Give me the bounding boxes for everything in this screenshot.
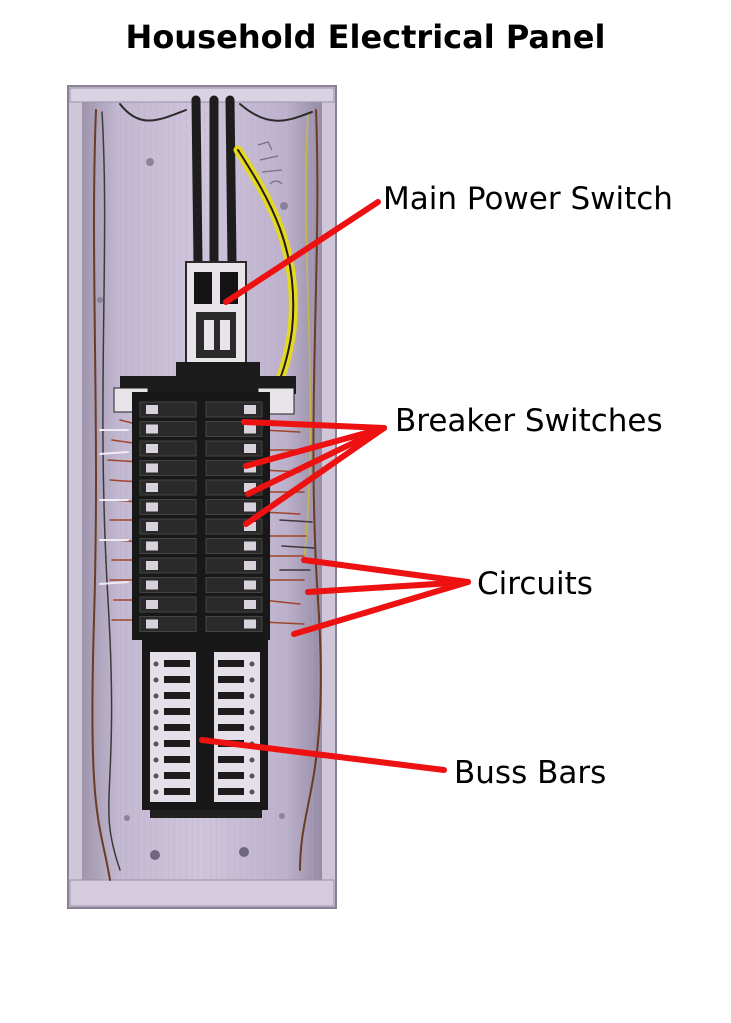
buss-bar-screw — [249, 773, 255, 779]
panel-bottom-rail — [69, 879, 335, 907]
callout-line-main-power — [223, 199, 381, 305]
breaker-handle — [244, 522, 256, 531]
buss-bar-slot — [164, 692, 190, 699]
buss-bar-screw — [249, 709, 255, 715]
callout-line-breaker — [245, 425, 387, 497]
buss-bar-slot — [164, 708, 190, 715]
buss-bar-slot — [218, 756, 244, 763]
breaker-section — [113, 376, 296, 640]
buss-bar-slot — [218, 708, 244, 715]
screw-icon — [124, 815, 130, 821]
buss-bar-slot — [218, 724, 244, 731]
breaker-handle — [146, 502, 158, 512]
callout-line-breaker — [243, 425, 387, 469]
breaker-handle — [244, 619, 256, 629]
breaker-handle — [244, 424, 256, 434]
buss-bars — [142, 640, 268, 818]
buss-bar-screw — [249, 757, 255, 763]
buss-bar-slot — [164, 724, 190, 731]
buss-bar-screw — [153, 693, 159, 699]
buss-bar-screw — [249, 677, 255, 683]
screw-icon — [279, 813, 285, 819]
breaker-handle — [244, 561, 256, 570]
panel-top-rail — [69, 87, 335, 103]
label-main-power-switch: Main Power Switch — [383, 181, 673, 217]
breaker-handle — [146, 600, 158, 609]
screw-icon — [150, 850, 160, 860]
breaker-handle — [244, 600, 256, 609]
buss-bar-slot — [218, 676, 244, 683]
panel-wiring — [91, 95, 322, 881]
buss-bar-screw — [249, 693, 255, 699]
breaker-handle — [146, 619, 158, 629]
callout-line-circuits — [305, 579, 471, 595]
buss-bar-slot — [218, 788, 244, 795]
buss-bar-screw — [153, 741, 159, 747]
callout-lines — [199, 199, 471, 773]
label-buss-bars: Buss Bars — [454, 755, 607, 791]
screw-icon — [146, 158, 154, 166]
buss-bar-screw — [153, 757, 159, 763]
buss-bar-screw — [153, 725, 159, 731]
buss-bar-slot — [164, 660, 190, 667]
buss-bar-screw — [153, 677, 159, 683]
buss-bar-screw — [153, 789, 159, 795]
breaker-handle — [146, 580, 158, 590]
breaker-handle — [244, 444, 256, 453]
breaker-handle — [244, 580, 256, 590]
breaker-handle — [146, 522, 158, 531]
breaker-handle — [146, 444, 158, 453]
breaker-handle — [146, 561, 158, 570]
buss-bar-screw — [153, 709, 159, 715]
main-power-switch — [176, 261, 260, 378]
callout-line-breaker — [243, 425, 387, 527]
callout-line-breaker — [241, 419, 387, 431]
label-breaker-switches: Breaker Switches — [395, 403, 663, 439]
screw-icon — [280, 202, 288, 210]
breaker-handle — [244, 502, 256, 512]
buss-bar-slot — [164, 756, 190, 763]
breaker-handle — [244, 405, 256, 414]
buss-bar-screw — [153, 773, 159, 779]
screw-icon — [239, 847, 249, 857]
breaker-handle — [146, 405, 158, 414]
breaker-handle — [146, 483, 158, 492]
buss-bar-slot — [164, 676, 190, 683]
buss-bar-slot — [164, 788, 190, 795]
buss-bar-screw — [249, 725, 255, 731]
diagram-title: Household Electrical Panel — [125, 18, 606, 56]
buss-bar-screw — [249, 789, 255, 795]
callout-line-circuits — [291, 579, 471, 637]
buss-bar-slot — [218, 692, 244, 699]
breaker-handle — [146, 463, 158, 473]
buss-bar-screw — [153, 661, 159, 667]
buss-bar-slot — [218, 660, 244, 667]
callout-line-circuits — [301, 557, 471, 585]
breaker-handle — [244, 483, 256, 492]
label-circuits: Circuits — [477, 566, 593, 602]
breaker-handle — [146, 424, 158, 434]
breaker-handle — [146, 541, 158, 551]
buss-bar-slot — [218, 772, 244, 779]
buss-bar-slot — [164, 772, 190, 779]
buss-bar-screw — [249, 661, 255, 667]
buss-bar-slot — [164, 740, 190, 747]
screw-icon — [97, 297, 103, 303]
callout-line-buss-bars — [199, 737, 447, 773]
breaker-handle — [244, 541, 256, 551]
